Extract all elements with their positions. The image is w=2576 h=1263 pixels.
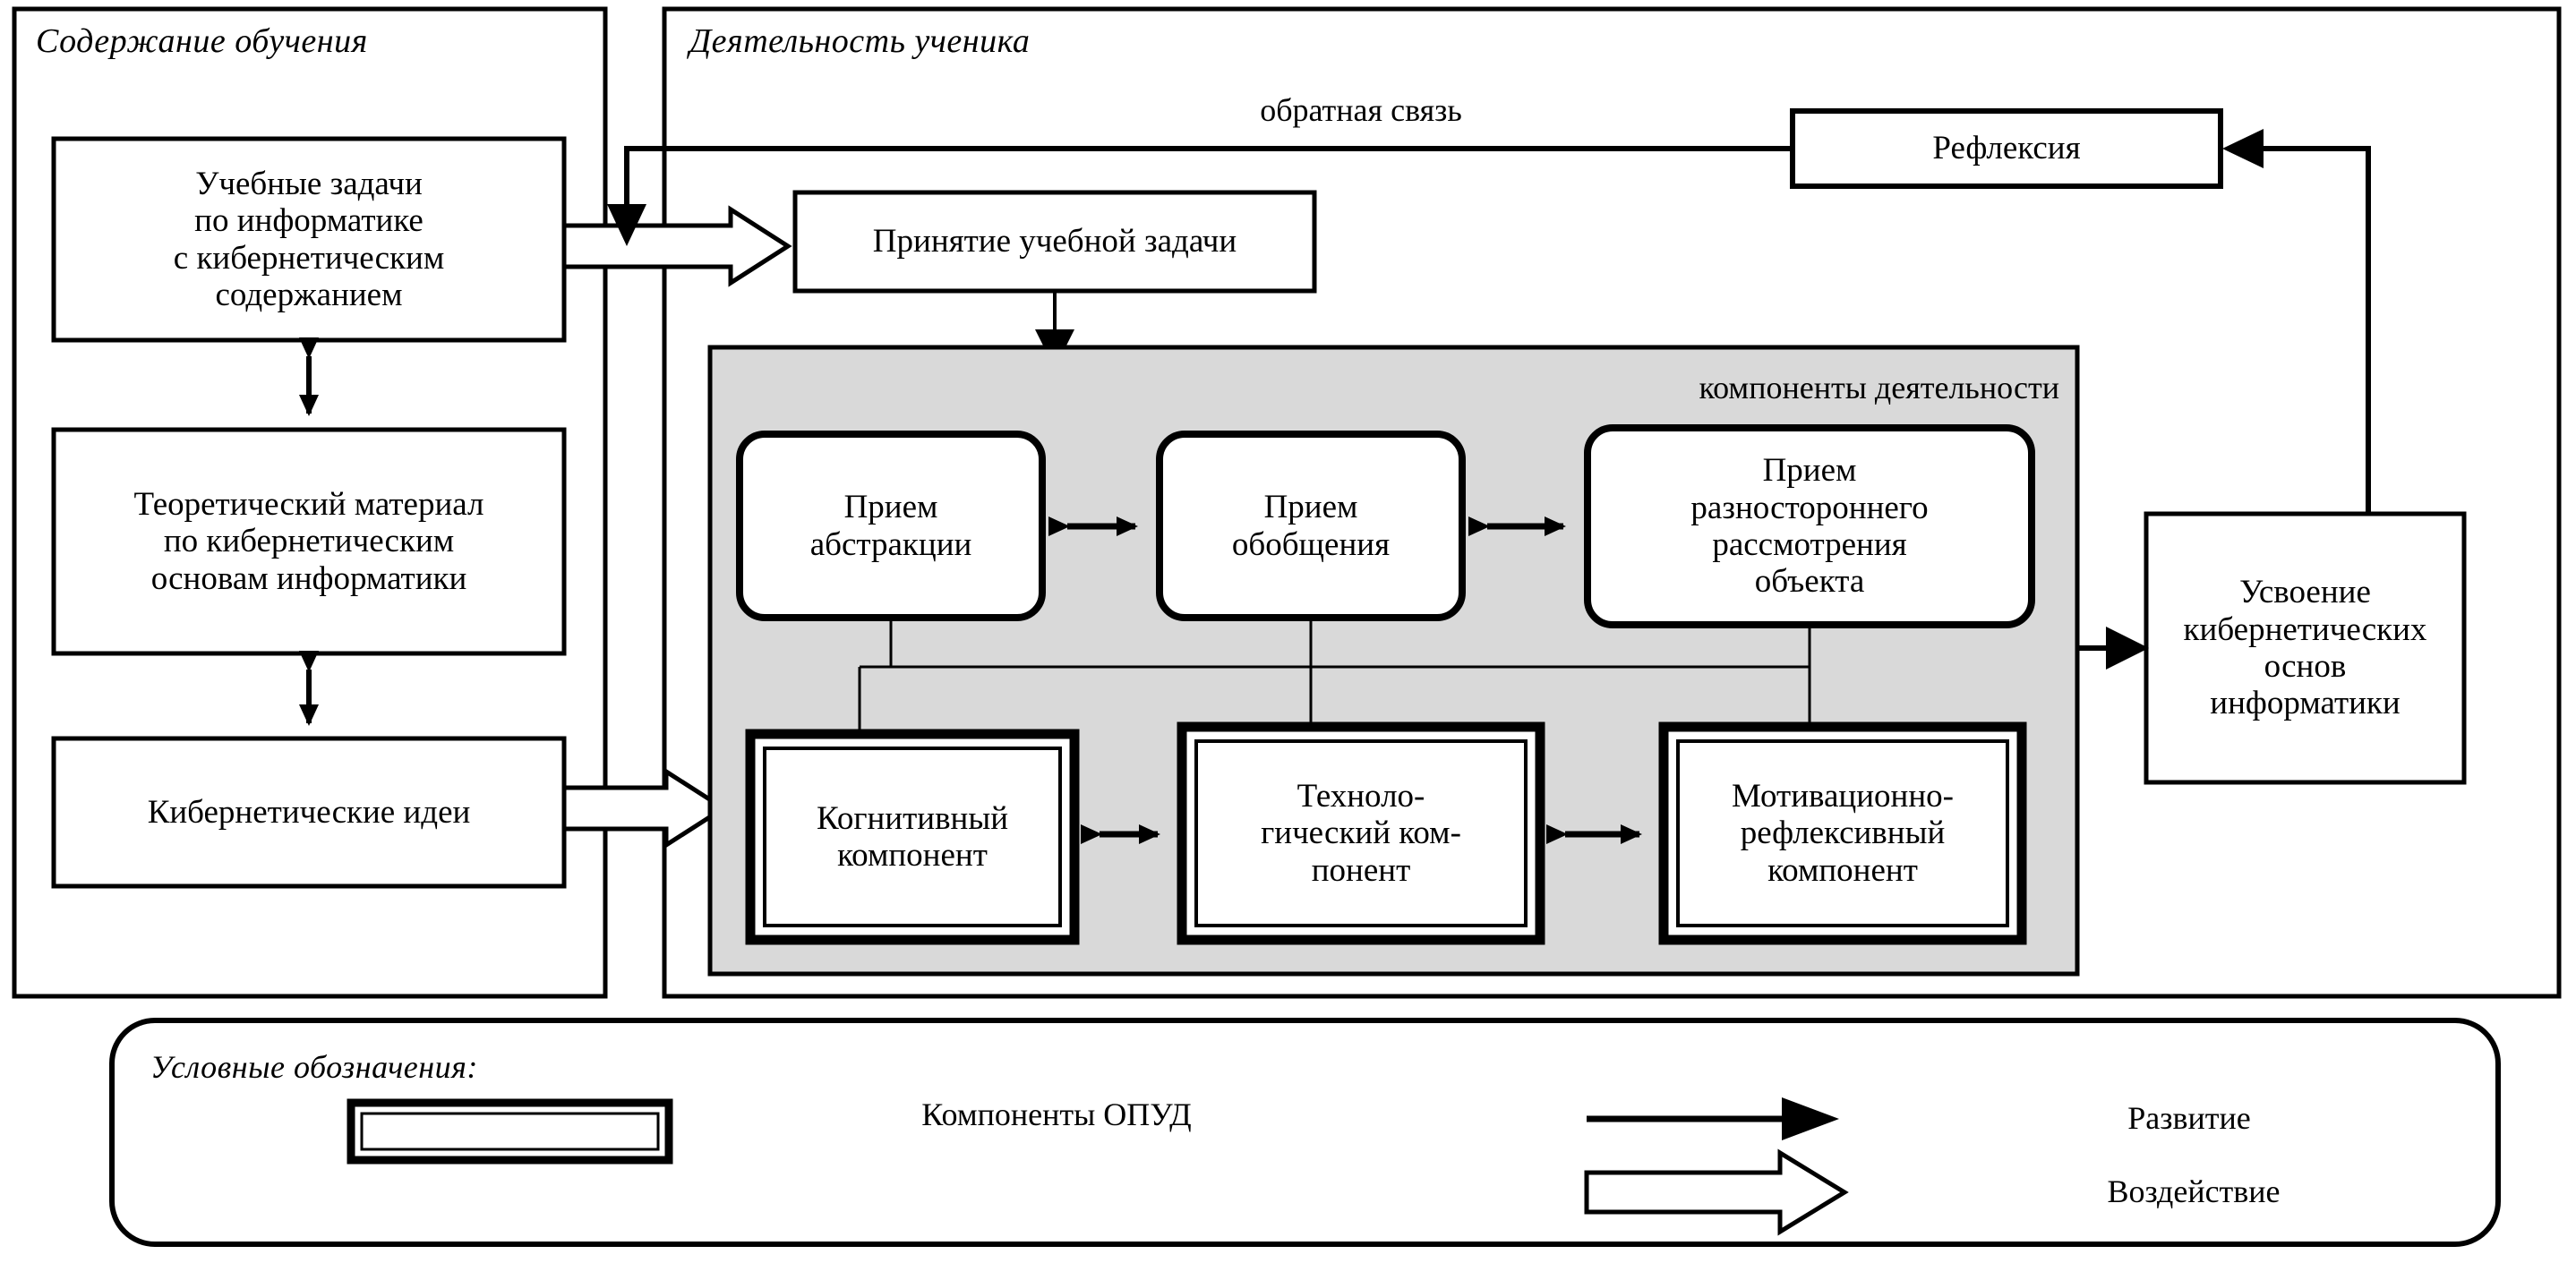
- feedback-loop-path: [624, 146, 1793, 204]
- assimilation-arrowhead: [2106, 627, 2149, 670]
- assimilation-box: [2144, 511, 2467, 785]
- motivational-box: [1658, 721, 2027, 945]
- generalization-box: [1156, 431, 1466, 621]
- legend-double-border-box-icon: [347, 1098, 673, 1165]
- cybernetic-ideas-box: [51, 736, 567, 889]
- reflection-inbound-arrowhead: [2222, 129, 2264, 168]
- multifaceted-box: [1584, 424, 2035, 628]
- cognitive-box: [745, 729, 1080, 945]
- legend-panel: [109, 1018, 2501, 1247]
- task-acceptance-box: [792, 190, 1317, 294]
- reflection-box: [1790, 108, 2223, 189]
- legend-solid-arrowhead: [1782, 1097, 1839, 1140]
- legend-hollow-arrow-icon: [1584, 1148, 1849, 1236]
- hollow-arrow-ideas-to-components: [561, 767, 728, 849]
- hollow-arrow-tasks-to-acceptance: [561, 205, 792, 287]
- theory-material-box: [51, 427, 567, 656]
- assimilation-to-reflection-path: [2264, 146, 2371, 514]
- abstraction-box: [736, 431, 1046, 621]
- learning-tasks-box: [51, 136, 567, 343]
- technological-box: [1177, 721, 1545, 945]
- content-panel: [12, 6, 608, 999]
- feedback-arrowhead: [607, 204, 646, 246]
- activity-panel: [662, 6, 2562, 999]
